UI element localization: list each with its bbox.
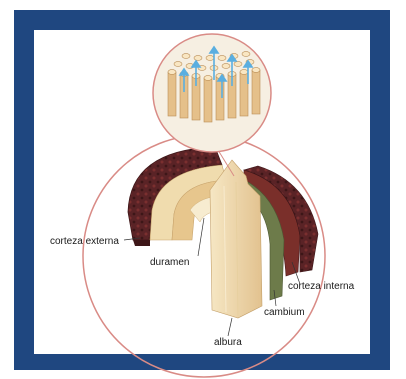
label-heartwood: duramen: [150, 258, 189, 268]
label-outer-bark: corteza externa: [50, 237, 119, 247]
label-sapwood: albura: [214, 338, 242, 348]
label-cambium: cambium: [264, 308, 305, 318]
heartwood-leader: [198, 218, 204, 256]
label-inner-bark: corteza interna: [288, 282, 354, 292]
sapwood-leader: [228, 318, 232, 336]
